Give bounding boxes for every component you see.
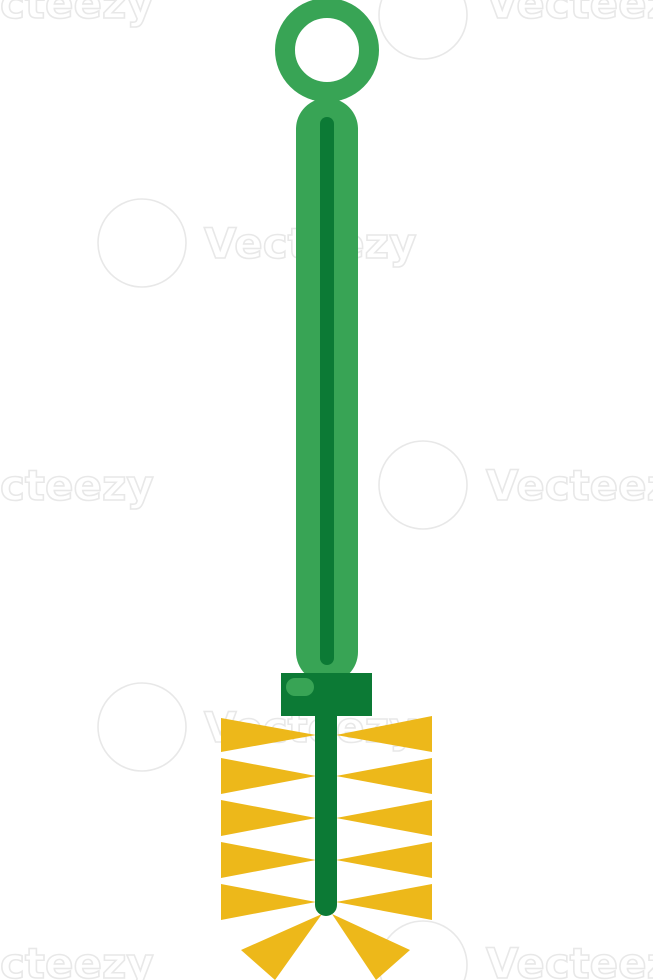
bristle-left [221, 842, 316, 878]
bristle-bottom-right [332, 914, 410, 980]
bristle-right [336, 842, 432, 878]
bristle-bottom-left [241, 914, 322, 980]
bristle-left [221, 800, 316, 836]
watermark-text-fragment: cteezy [0, 0, 154, 28]
watermark-text: Vecteezy [486, 0, 653, 28]
bristle-right [336, 716, 432, 752]
watermark-text-fragment: cteezy [0, 461, 154, 510]
cap-highlight [286, 678, 314, 696]
bristle-left [221, 718, 316, 752]
bristle-right [336, 884, 432, 920]
bristle-left [221, 884, 316, 920]
watermark-text: Vecteezy [486, 939, 653, 980]
watermark-text: Vecteezy [486, 461, 653, 510]
watermark-text-fragment: cteezy [0, 939, 154, 980]
hanging-ring [275, 0, 379, 102]
handle-groove [320, 117, 334, 665]
brush-wire-core [315, 700, 337, 916]
bristle-right [336, 758, 432, 794]
bristle-left [221, 758, 316, 794]
bristle-group [221, 716, 432, 980]
bristle-right [336, 800, 432, 836]
